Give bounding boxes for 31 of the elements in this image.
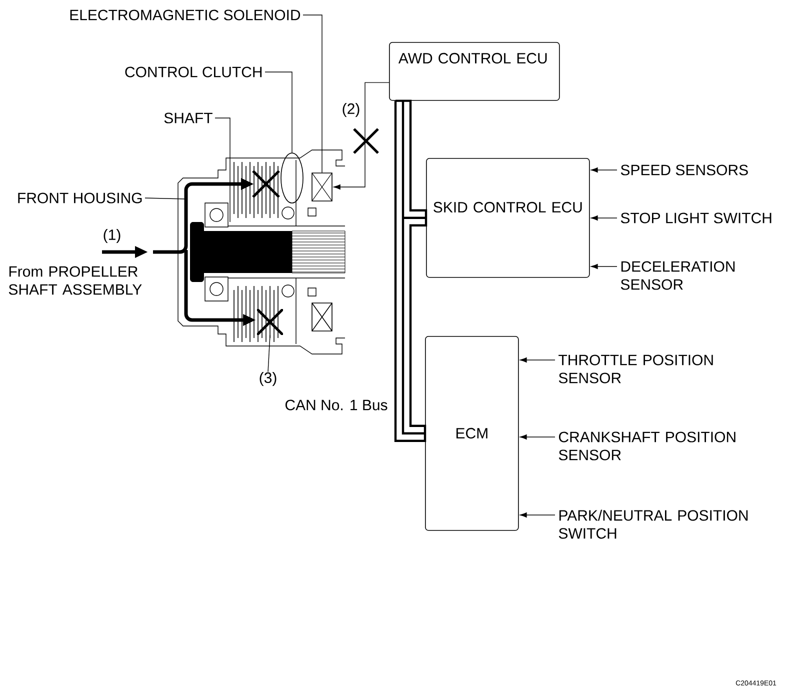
ecu-box: AWD CONTROL ECU <box>389 42 560 101</box>
ecu-box: ECM <box>425 336 519 531</box>
callout-number: (1) <box>104 229 120 243</box>
arrow <box>591 264 618 270</box>
leader-line <box>264 72 292 153</box>
input-label: STOP LIGHT SWITCH <box>620 212 772 224</box>
arrow <box>520 357 556 363</box>
leader-line <box>302 14 322 173</box>
note-text: From PROPELLER SHAFT ASSEMBLY <box>8 266 142 295</box>
arrow <box>591 215 618 220</box>
callout-number: (2) <box>342 103 360 117</box>
cross-mark <box>257 309 283 335</box>
arrow <box>334 82 390 190</box>
ecu-box: SKID CONTROL ECU <box>426 158 590 278</box>
highlight-ellipse <box>280 152 304 204</box>
bus-label: CAN No. 1 Bus <box>285 400 388 410</box>
input-label: CRANKSHAFT POSITION SENSOR <box>558 432 736 460</box>
input-label: DECELERATION SENSOR <box>620 261 735 290</box>
callout-label: ELECTROMAGNETIC SOLENOID <box>70 10 300 20</box>
leader-line <box>268 334 270 372</box>
input-label: PARK/NEUTRAL POSITION SWITCH <box>558 510 748 539</box>
callout-number: (3) <box>260 372 276 386</box>
arrow <box>520 512 556 518</box>
arrow <box>591 167 618 173</box>
callout-label: CONTROL CLUTCH <box>125 66 262 78</box>
input-label: SPEED SENSORS <box>620 164 748 176</box>
solenoid-symbol <box>312 172 332 202</box>
arrow <box>520 434 556 440</box>
callout-label: SHAFT <box>164 112 212 124</box>
input-label: THROTTLE POSITION SENSOR <box>558 354 713 384</box>
callout-label: FRONT HOUSING <box>18 192 142 204</box>
